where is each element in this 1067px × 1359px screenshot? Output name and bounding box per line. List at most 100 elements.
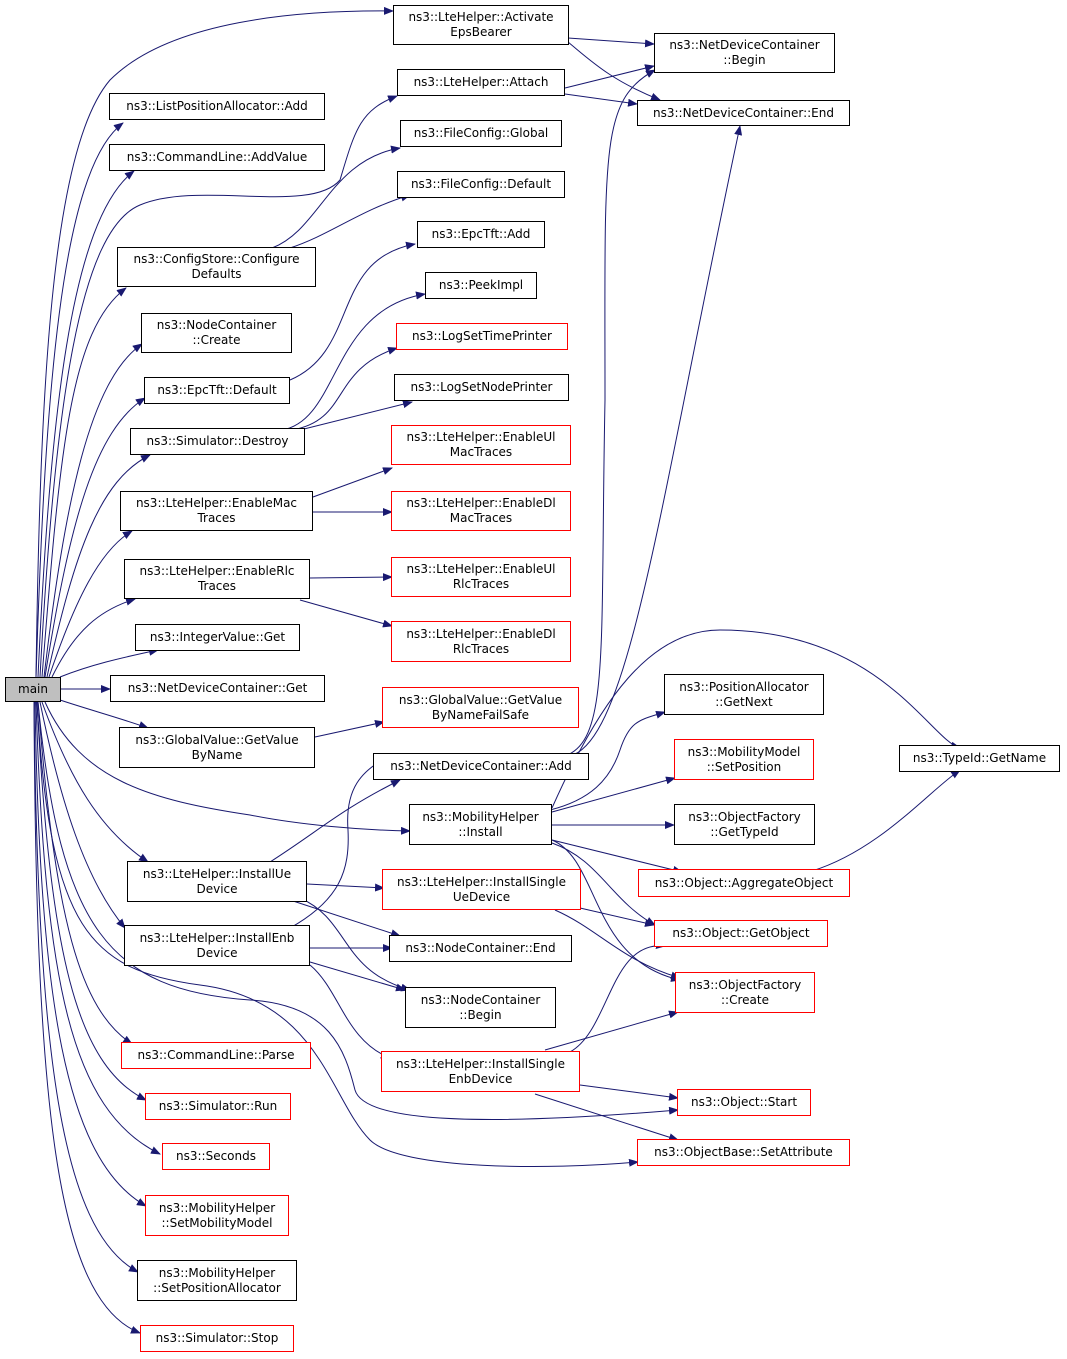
edge-main-installenb [39, 701, 126, 929]
edge-installue-singleue [306, 883, 385, 892]
edge-main-epcdefault [44, 397, 146, 678]
node-posalloc-getnext[interactable]: ns3::PositionAllocator ::GetNext [664, 674, 824, 715]
node-mobhelper-setpositionallocator[interactable]: ns3::MobilityHelper ::SetPositionAllocat… [137, 1260, 297, 1301]
node-objfactory-gettypeid[interactable]: ns3::ObjectFactory ::GetTypeId [674, 804, 815, 845]
node-list-position-allocator-add[interactable]: ns3::ListPositionAllocator::Add [109, 93, 325, 120]
node-globalvalue-failsafe[interactable]: ns3::GlobalValue::GetValue ByNameFailSaf… [382, 687, 579, 728]
edge-singleenb-setattr [534, 1093, 679, 1142]
edge-main-seconds [35, 701, 161, 1155]
edge-aggregate-typename [811, 769, 961, 872]
edge-mobinstall-create [551, 839, 681, 982]
node-configstore-defaults[interactable]: ns3::ConfigStore::Configure Defaults [117, 247, 316, 287]
edge-installenb-ndcadd [289, 754, 393, 929]
node-enable-mac-traces[interactable]: ns3::LteHelper::EnableMac Traces [120, 491, 313, 531]
node-enable-ul-rlc-traces[interactable]: ns3::LteHelper::EnableUl RlcTraces [391, 557, 571, 597]
node-objbase-setattribute[interactable]: ns3::ObjectBase::SetAttribute [637, 1139, 850, 1166]
node-enable-dl-rlc-traces[interactable]: ns3::LteHelper::EnableDl RlcTraces [391, 621, 571, 662]
edge-mobinstall-setpos [551, 776, 676, 813]
edge-enablerlc-dl [299, 599, 393, 628]
edge-configstore-default [289, 193, 411, 249]
node-install-single-enb-device[interactable]: ns3::LteHelper::InstallSingle EnbDevice [381, 1051, 580, 1092]
edge-attach-begin [564, 64, 655, 89]
node-object-start[interactable]: ns3::Object::Start [677, 1089, 811, 1116]
node-mobhelper-install[interactable]: ns3::MobilityHelper ::Install [409, 804, 552, 845]
node-mobhelper-setmobilitymodel[interactable]: ns3::MobilityHelper ::SetMobilityModel [145, 1195, 289, 1236]
node-simulator-run[interactable]: ns3::Simulator::Run [145, 1093, 291, 1120]
edge-destroy-peekimpl [281, 291, 426, 431]
node-epctft-add[interactable]: ns3::EpcTft::Add [417, 221, 545, 248]
node-lte-attach[interactable]: ns3::LteHelper::Attach [397, 69, 565, 96]
edge-singleenb-create [544, 1010, 679, 1051]
edge-main-intget [59, 647, 159, 678]
node-mobmodel-setposition[interactable]: ns3::MobilityModel ::SetPosition [674, 739, 814, 780]
node-peekimpl[interactable]: ns3::PeekImpl [425, 272, 537, 299]
edge-singleenb-getobject [569, 941, 666, 1053]
edge-main-setposalloc [33, 701, 139, 1273]
node-epctft-default[interactable]: ns3::EpcTft::Default [144, 377, 290, 404]
edge-mobinstall-aggregate [551, 839, 683, 874]
node-ndc-end[interactable]: ns3::NetDeviceContainer::End [637, 100, 850, 126]
node-nodecontainer-begin[interactable]: ns3::NodeContainer ::Begin [405, 987, 556, 1028]
node-install-enb-device[interactable]: ns3::LteHelper::InstallEnb Device [124, 925, 310, 966]
edge-main-setattr [36, 701, 639, 1168]
node-enable-rlc-traces[interactable]: ns3::LteHelper::EnableRlc Traces [124, 559, 310, 599]
node-nodecontainer-create[interactable]: ns3::NodeContainer ::Create [141, 313, 292, 353]
node-activate-eps-bearer[interactable]: ns3::LteHelper::Activate EpsBearer [393, 5, 569, 45]
edge-enablemac-ul [312, 467, 393, 498]
edge-mobinstall-getnext [549, 710, 666, 811]
edge-main-configstore [41, 287, 127, 678]
node-object-aggregateobject[interactable]: ns3::Object::AggregateObject [638, 869, 850, 897]
edge-activate-begin [567, 37, 655, 48]
edge-main-objstart [37, 701, 679, 1120]
node-logsetnodeprinter[interactable]: ns3::LogSetNodePrinter [394, 374, 569, 401]
node-fileconfig-global[interactable]: ns3::FileConfig::Global [400, 120, 562, 147]
node-ndc-get[interactable]: ns3::NetDeviceContainer::Get [110, 675, 325, 702]
edge-ndcadd-end [569, 125, 743, 757]
edge-main-attach [39, 95, 398, 678]
edge-main-enablemac [48, 530, 133, 678]
node-integervalue-get[interactable]: ns3::IntegerValue::Get [135, 624, 300, 651]
node-typeid-getname[interactable]: ns3::TypeId::GetName [899, 745, 1060, 772]
edge-main-mobinstall [44, 701, 411, 835]
edge-main-parse [37, 701, 133, 1045]
node-ndc-add[interactable]: ns3::NetDeviceContainer::Add [373, 753, 589, 780]
node-install-single-ue-device[interactable]: ns3::LteHelper::InstallSingle UeDevice [382, 869, 581, 910]
node-simulator-stop[interactable]: ns3::Simulator::Stop [140, 1325, 294, 1352]
edge-mobinstall-typename [551, 629, 961, 809]
node-cmdline-parse[interactable]: ns3::CommandLine::Parse [121, 1042, 311, 1069]
node-fileconfig-default[interactable]: ns3::FileConfig::Default [397, 171, 565, 198]
edge-singleenb-start [579, 1084, 679, 1101]
edge-main-installue [41, 701, 149, 863]
edge-gvbyname-failsafe [314, 720, 385, 738]
node-nodecontainer-end[interactable]: ns3::NodeContainer::End [389, 935, 572, 962]
edge-installenb-ncbegin [309, 961, 406, 992]
edge-configstore-global [271, 145, 401, 249]
edge-main-enablerlc [51, 597, 136, 678]
edge-main-destroy [46, 454, 151, 678]
edge-main-gvbyname [59, 699, 149, 729]
node-logsettimeprinter[interactable]: ns3::LogSetTimePrinter [396, 323, 568, 350]
node-globalvalue-byname[interactable]: ns3::GlobalValue::GetValue ByName [119, 727, 315, 768]
node-ndc-begin[interactable]: ns3::NetDeviceContainer ::Begin [654, 33, 835, 73]
node-objfactory-create[interactable]: ns3::ObjectFactory ::Create [675, 972, 815, 1013]
node-seconds[interactable]: ns3::Seconds [162, 1143, 270, 1170]
edge-installue-ncend [289, 899, 401, 938]
edge-main-run [36, 701, 147, 1101]
node-main[interactable]: main [5, 677, 61, 702]
node-enable-ul-mac-traces[interactable]: ns3::LteHelper::EnableUl MacTraces [391, 425, 571, 465]
edge-main-stop [33, 701, 141, 1334]
edge-activate-end [567, 41, 661, 101]
node-install-ue-device[interactable]: ns3::LteHelper::InstallUe Device [127, 861, 307, 902]
edge-enablerlc-ul [309, 573, 393, 582]
edge-main-nodecreate [43, 343, 143, 678]
node-object-getobject[interactable]: ns3::Object::GetObject [654, 920, 828, 947]
edge-main-activate [35, 6, 394, 678]
node-enable-dl-mac-traces[interactable]: ns3::LteHelper::EnableDl MacTraces [391, 491, 571, 531]
edge-installenb-singleenb [309, 964, 391, 1059]
node-cmdline-addvalue[interactable]: ns3::CommandLine::AddValue [109, 144, 325, 171]
edge-singleue-create [554, 909, 681, 980]
edge-main-listpos [35, 122, 124, 678]
node-simulator-destroy[interactable]: ns3::Simulator::Destroy [130, 428, 305, 455]
edge-ndcadd-begin [564, 69, 656, 757]
